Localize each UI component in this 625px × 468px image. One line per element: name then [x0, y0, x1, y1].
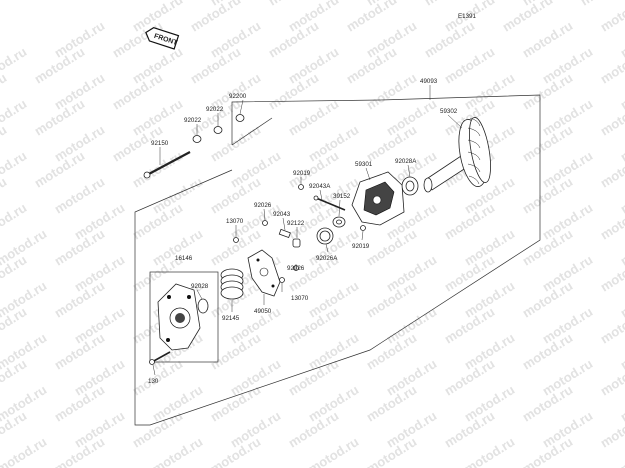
- pin-13070-left: [233, 237, 239, 243]
- bolt-92150: [143, 151, 191, 179]
- watermark-text: motod.ru: [150, 434, 206, 468]
- pin-92043: [278, 228, 291, 239]
- sheave-59302: [423, 117, 491, 193]
- label-92022-right[interactable]: 92022: [206, 106, 224, 113]
- watermark-text: motod.ru: [598, 0, 625, 35]
- roller-39152: [332, 216, 346, 228]
- leader-lines: [152, 85, 463, 376]
- label-92019-right[interactable]: 92019: [352, 243, 370, 250]
- spider-59301: [351, 171, 405, 226]
- assembly-frame: [134, 94, 541, 426]
- watermark-text: motod.ru: [520, 18, 576, 61]
- label-92028a[interactable]: 92028A: [395, 158, 417, 165]
- watermark-text: motod.ru: [344, 0, 400, 35]
- watermark-text: motod.ru: [500, 0, 556, 35]
- watermark-text: motod.ru: [462, 434, 518, 468]
- plate-49050: [247, 249, 281, 297]
- diagram-id: E1391: [458, 13, 476, 20]
- ring-92026a: [316, 227, 334, 245]
- watermark-text: motod.ru: [0, 434, 49, 468]
- watermark-text: motod.ru: [364, 70, 420, 113]
- label-92150[interactable]: 92150: [151, 140, 169, 147]
- label-92200[interactable]: 92200: [229, 93, 247, 100]
- washer-92026-top: [262, 220, 268, 226]
- label-13070-right[interactable]: 13070: [291, 295, 309, 302]
- watermark-text: motod.ru: [286, 96, 342, 139]
- label-92028[interactable]: 92028: [191, 283, 209, 290]
- bolt-130: [149, 351, 171, 365]
- nut-92019-top: [298, 184, 304, 190]
- collar-92122: [292, 238, 301, 248]
- label-92019-top[interactable]: 92019: [293, 170, 311, 177]
- watermark-text: motod.ru: [188, 0, 244, 35]
- washer-92022-left: [192, 135, 202, 143]
- washer-92200: [235, 114, 245, 122]
- pin-92043a: [313, 195, 346, 211]
- label-13070-left[interactable]: 13070: [226, 218, 244, 225]
- part-labels: 49093 59302 92200 92022 92022 92150 9201…: [148, 78, 458, 385]
- label-59302[interactable]: 59302: [440, 108, 458, 115]
- label-130[interactable]: 130: [148, 378, 159, 385]
- spring-92145: [220, 268, 244, 300]
- label-92026-top[interactable]: 92026: [254, 202, 272, 209]
- label-92022-left[interactable]: 92022: [184, 117, 202, 124]
- front-arrow-icon: FRONT: [145, 26, 180, 50]
- washer-92022-right: [213, 126, 223, 134]
- label-92145[interactable]: 92145: [222, 315, 240, 322]
- label-39152[interactable]: 39152: [333, 193, 351, 200]
- watermark-text: motod.ru: [52, 174, 108, 217]
- bushing-92028a: [401, 176, 419, 196]
- cover-subframe: [149, 271, 219, 363]
- label-59301[interactable]: 59301: [355, 161, 373, 168]
- label-49050[interactable]: 49050: [254, 308, 272, 315]
- label-49093[interactable]: 49093: [420, 78, 438, 85]
- label-92043[interactable]: 92043: [273, 211, 291, 218]
- watermark-text: motod.ru: [442, 44, 498, 87]
- label-92043a[interactable]: 92043A: [309, 183, 331, 190]
- cover-16146: [157, 283, 201, 351]
- label-92122[interactable]: 92122: [287, 220, 305, 227]
- watermark-text: motod.ru: [578, 0, 625, 9]
- nut-92019-right: [360, 225, 366, 231]
- label-92026-bottom[interactable]: 92026: [287, 265, 305, 272]
- watermark-text: motod.ru: [306, 434, 362, 468]
- frame-divider: [231, 117, 273, 146]
- label-16146[interactable]: 16146: [175, 255, 193, 262]
- label-92026a[interactable]: 92026A: [316, 255, 338, 262]
- bushing-92028: [197, 298, 209, 314]
